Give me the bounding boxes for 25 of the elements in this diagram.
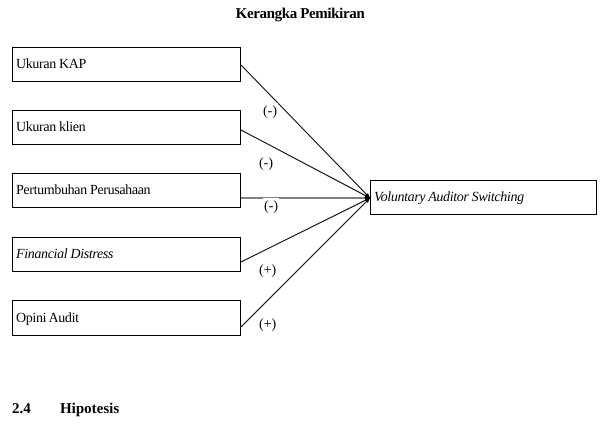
variable-label: Opini Audit xyxy=(16,310,79,326)
arrow xyxy=(240,198,370,262)
section-heading: Hipotesis xyxy=(60,400,120,419)
variable-box xyxy=(12,110,241,145)
variable-label: Ukuran KAP xyxy=(16,56,86,73)
diagram-title: Kerangka Pemikiran xyxy=(234,5,366,23)
variable-box xyxy=(12,47,241,82)
variable-label: Financial Distress xyxy=(16,246,114,263)
edge-label: (+) xyxy=(258,316,278,334)
edge-label: (-) xyxy=(263,198,279,216)
edge-label: (-) xyxy=(258,155,274,173)
section-number: 2.4 xyxy=(12,400,31,419)
edge-label: (+) xyxy=(258,262,278,280)
variable-box xyxy=(12,300,241,336)
arrow xyxy=(240,130,370,198)
edge-label: (-) xyxy=(262,103,278,121)
variable-box xyxy=(12,173,241,208)
arrow xyxy=(240,64,370,198)
variable-label: Ukuran klien xyxy=(16,119,86,136)
variable-box xyxy=(370,180,597,215)
variable-label: Pertumbuhan Perusahaan xyxy=(16,182,150,199)
arrow xyxy=(240,198,370,328)
variable-label: Voluntary Auditor Switching xyxy=(374,189,524,206)
variable-box xyxy=(12,237,241,272)
arrow xyxy=(240,196,370,200)
